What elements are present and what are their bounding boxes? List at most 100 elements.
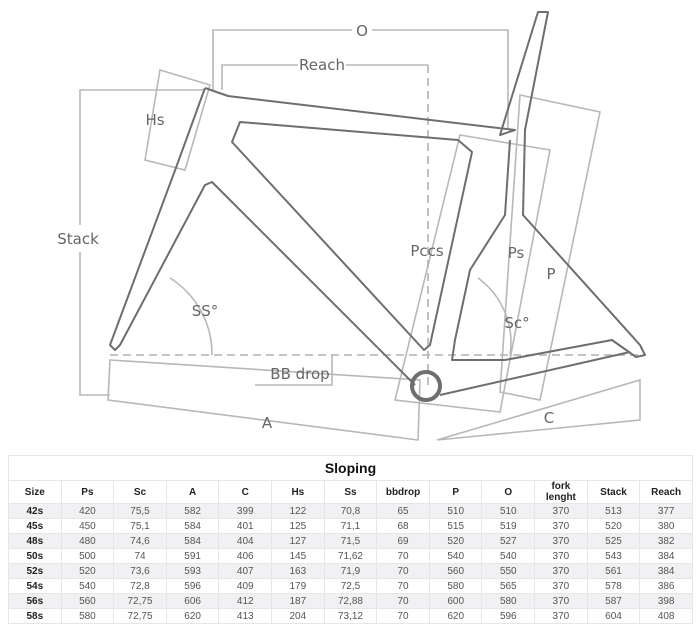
- table-cell: 596: [481, 608, 536, 624]
- table-cell: 606: [165, 593, 220, 609]
- table-cell: 593: [165, 563, 220, 579]
- dimension-lines: [79, 29, 641, 441]
- table-cell: 370: [534, 608, 588, 624]
- table-cell: 370: [534, 518, 588, 534]
- column-header: Size: [8, 480, 62, 504]
- size-cell: 56s: [8, 593, 62, 609]
- table-cell: 384: [639, 548, 693, 564]
- table-cell: 527: [481, 533, 536, 549]
- column-header: C: [218, 480, 273, 504]
- table-cell: 71,1: [323, 518, 378, 534]
- table-cell: 74,6: [113, 533, 167, 549]
- column-header: P: [428, 480, 483, 504]
- table-cell: 179: [271, 578, 325, 594]
- size-cell: 54s: [8, 578, 62, 594]
- size-cell: 50s: [8, 548, 62, 564]
- table-cell: 540: [481, 548, 536, 564]
- table-cell: 409: [218, 578, 273, 594]
- table-cell: 386: [639, 578, 693, 594]
- dimension-labels: O Reach Hs Stack Pccs Ps P SS° Sc° BB dr…: [57, 22, 555, 432]
- bottom-bracket-icon: [410, 370, 442, 402]
- table-cell: 520: [60, 563, 115, 579]
- label-stack: Stack: [57, 230, 99, 248]
- table-cell: 620: [165, 608, 220, 624]
- column-header: Ss: [323, 480, 378, 504]
- table-cell: 72,88: [323, 593, 378, 609]
- table-cell: 72,75: [113, 608, 167, 624]
- label-c: C: [544, 409, 554, 427]
- size-cell: 48s: [8, 533, 62, 549]
- table-cell: 380: [639, 518, 693, 534]
- table-cell: 71,9: [323, 563, 378, 579]
- table-cell: 398: [639, 593, 693, 609]
- table-cell: 525: [586, 533, 641, 549]
- table-cell: 382: [639, 533, 693, 549]
- label-hs: Hs: [145, 111, 164, 129]
- table-cell: 587: [586, 593, 641, 609]
- table-cell: 65: [376, 503, 430, 519]
- table-cell: 408: [639, 608, 693, 624]
- table-cell: 370: [534, 578, 588, 594]
- table-cell: 70: [376, 608, 430, 624]
- table-cell: 71,5: [323, 533, 378, 549]
- label-o: O: [356, 22, 368, 40]
- table-cell: 370: [534, 548, 588, 564]
- table-cell: 370: [534, 563, 588, 579]
- column-header: bbdrop: [376, 480, 430, 504]
- table-cell: 401: [218, 518, 273, 534]
- table-cell: 204: [271, 608, 325, 624]
- table-cell: 399: [218, 503, 273, 519]
- column-header: Ps: [60, 480, 115, 504]
- table-cell: 72,5: [323, 578, 378, 594]
- table-cell: 560: [428, 563, 483, 579]
- table-cell: 370: [534, 533, 588, 549]
- table-cell: 71,62: [323, 548, 378, 564]
- table-cell: 404: [218, 533, 273, 549]
- table-cell: 125: [271, 518, 325, 534]
- column-header: Hs: [271, 480, 325, 504]
- table-cell: 591: [165, 548, 220, 564]
- table-cell: 407: [218, 563, 273, 579]
- column-header: O: [481, 480, 536, 504]
- table-cell: 122: [271, 503, 325, 519]
- table-cell: 187: [271, 593, 325, 609]
- label-pccs: Pccs: [410, 242, 444, 260]
- table-cell: 604: [586, 608, 641, 624]
- table-cell: 70: [376, 578, 430, 594]
- table-cell: 520: [428, 533, 483, 549]
- table-cell: 70,8: [323, 503, 378, 519]
- table-cell: 561: [586, 563, 641, 579]
- column-header: Reach: [639, 480, 693, 504]
- table-cell: 370: [534, 503, 588, 519]
- table-cell: 70: [376, 563, 430, 579]
- size-cell: 42s: [8, 503, 62, 519]
- table-cell: 580: [60, 608, 115, 624]
- size-cell: 45s: [8, 518, 62, 534]
- table-cell: 565: [481, 578, 536, 594]
- table-cell: 412: [218, 593, 273, 609]
- table-cell: 69: [376, 533, 430, 549]
- table-cell: 420: [60, 503, 115, 519]
- table-cell: 540: [428, 548, 483, 564]
- table-cell: 500: [60, 548, 115, 564]
- table-cell: 163: [271, 563, 325, 579]
- table-cell: 596: [165, 578, 220, 594]
- column-header: fork lenght: [534, 480, 588, 504]
- table-cell: 480: [60, 533, 115, 549]
- label-p: P: [546, 265, 555, 283]
- table-cell: 72,75: [113, 593, 167, 609]
- table-cell: 519: [481, 518, 536, 534]
- table-cell: 70: [376, 548, 430, 564]
- table-cell: 513: [586, 503, 641, 519]
- label-sc-angle: Sc°: [504, 314, 529, 332]
- size-cell: 58s: [8, 608, 62, 624]
- label-a: A: [262, 414, 273, 432]
